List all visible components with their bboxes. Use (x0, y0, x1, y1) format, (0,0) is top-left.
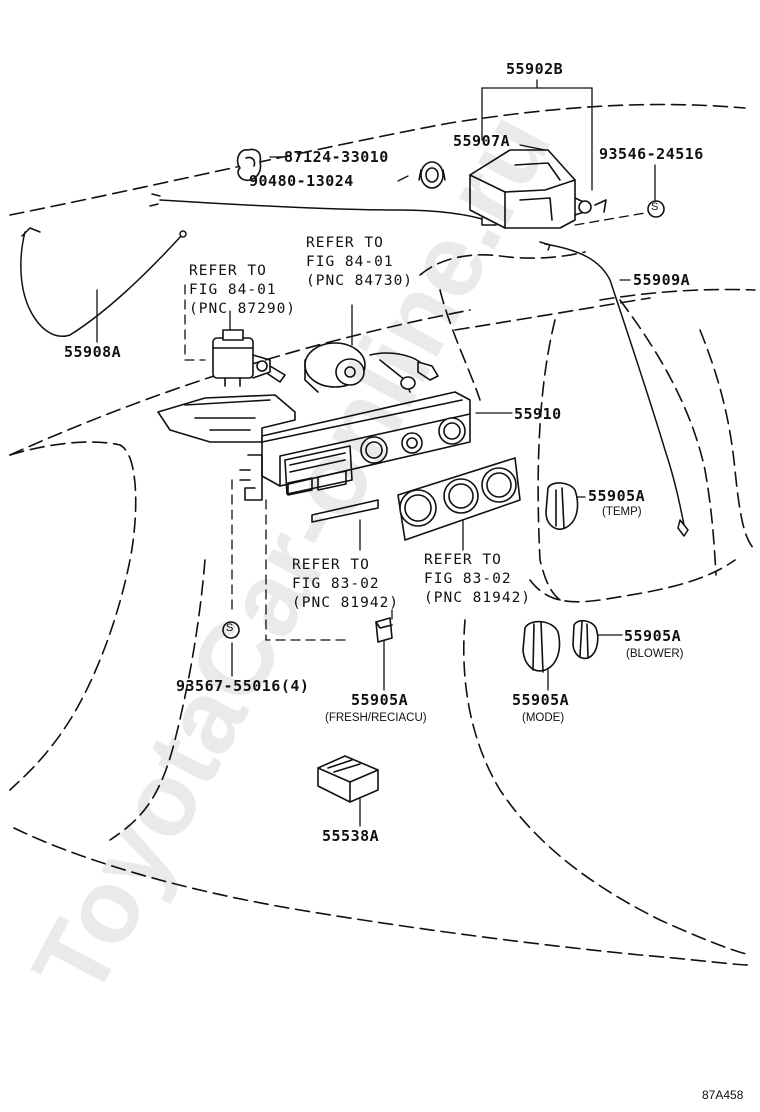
switch-87290 (212, 329, 286, 387)
sublabel-fresh: (FRESH/RECIACU) (325, 712, 427, 724)
s-symbol-top: S (651, 201, 659, 213)
cable-upper (159, 199, 486, 221)
cable-55908a (20, 231, 183, 337)
face-plate (397, 457, 521, 541)
knob-mode (522, 620, 561, 673)
alignment-lines (184, 212, 646, 641)
switch-55538a (317, 755, 379, 803)
knob-temp (545, 482, 579, 530)
label-55905a-blower: 55905A (624, 627, 682, 645)
sublabel-mode: (MODE) (522, 712, 565, 724)
servo-motor-55907a (469, 149, 607, 229)
refer-note-81942-right: REFER TO FIG 83-02 (PNC 81942) (424, 552, 532, 606)
label-55905a-temp: 55905A (588, 487, 646, 505)
refer-note-84730: REFER TO FIG 84-01 (PNC 84730) (306, 235, 414, 289)
refer-note-87290: REFER TO FIG 84-01 (PNC 87290) (189, 263, 297, 317)
figure-id: 87A458 (702, 1088, 744, 1102)
sublabel-temp: (TEMP) (602, 506, 642, 518)
knob-fresh (375, 617, 393, 643)
label-55907a: 55907A (453, 132, 511, 150)
knob-blower (572, 619, 599, 660)
refer-note-81942-left: REFER TO FIG 83-02 (PNC 81942) (292, 557, 400, 611)
label-90480-13024: 90480-13024 (249, 172, 354, 190)
label-55910: 55910 (514, 405, 562, 423)
label-87124-33010: 87124-33010 (284, 148, 389, 166)
s-symbol-bottom: S (226, 622, 234, 634)
label-55909a: 55909A (633, 271, 691, 289)
sublabel-blower: (BLOWER) (626, 648, 684, 660)
label-55905a-fresh: 55905A (351, 691, 409, 709)
label-55902b: 55902B (506, 60, 564, 78)
control-unit-55910 (157, 391, 471, 523)
clip-87124 (236, 148, 262, 182)
cable-55909a (544, 243, 685, 526)
s-symbol-circles (222, 200, 665, 639)
switch-84730 (304, 342, 439, 393)
dashboard-outline (9, 103, 756, 966)
label-55908a: 55908A (64, 343, 122, 361)
grommet-90480 (418, 161, 446, 189)
label-93567-55016: 93567-55016(4) (176, 677, 310, 695)
label-55905a-mode: 55905A (512, 691, 570, 709)
label-93546-24516: 93546-24516 (599, 145, 704, 163)
label-55538a: 55538A (322, 827, 380, 845)
